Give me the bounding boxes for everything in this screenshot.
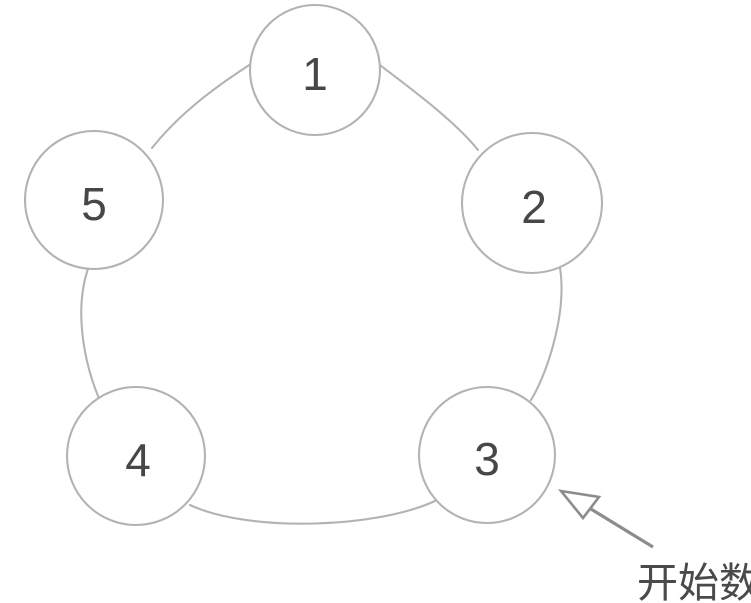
ring-edges bbox=[80, 61, 563, 525]
edge-3-to-4 bbox=[188, 498, 439, 525]
node-2[interactable]: 2 bbox=[460, 131, 604, 275]
node-4[interactable]: 4 bbox=[65, 385, 207, 527]
node-4-label: 4 bbox=[125, 434, 151, 486]
edge-1-to-2 bbox=[378, 63, 480, 152]
start-annotation-label: 开始数 bbox=[637, 559, 751, 603]
node-1[interactable]: 1 bbox=[248, 3, 382, 137]
start-annotation-arrow bbox=[557, 489, 654, 549]
node-5-label: 5 bbox=[81, 178, 107, 230]
node-2-circle[interactable] bbox=[460, 131, 604, 275]
node-5-circle[interactable] bbox=[23, 129, 165, 271]
ring-nodes: 1 2 3 4 5 bbox=[23, 3, 604, 527]
node-4-circle[interactable] bbox=[65, 385, 207, 527]
node-2-label: 2 bbox=[521, 181, 547, 233]
node-1-circle[interactable] bbox=[248, 3, 382, 137]
annotation-arrow-head-icon bbox=[557, 489, 602, 521]
edge-2-to-3 bbox=[529, 266, 563, 402]
node-5[interactable]: 5 bbox=[23, 129, 165, 271]
node-3-circle[interactable] bbox=[417, 385, 557, 525]
node-3[interactable]: 3 bbox=[417, 385, 557, 525]
edge-5-to-1 bbox=[150, 61, 254, 150]
node-3-label: 3 bbox=[474, 433, 500, 485]
node-1-label: 1 bbox=[302, 48, 328, 100]
edge-4-to-5 bbox=[80, 264, 106, 411]
annotation-arrow-shaft bbox=[585, 504, 654, 549]
